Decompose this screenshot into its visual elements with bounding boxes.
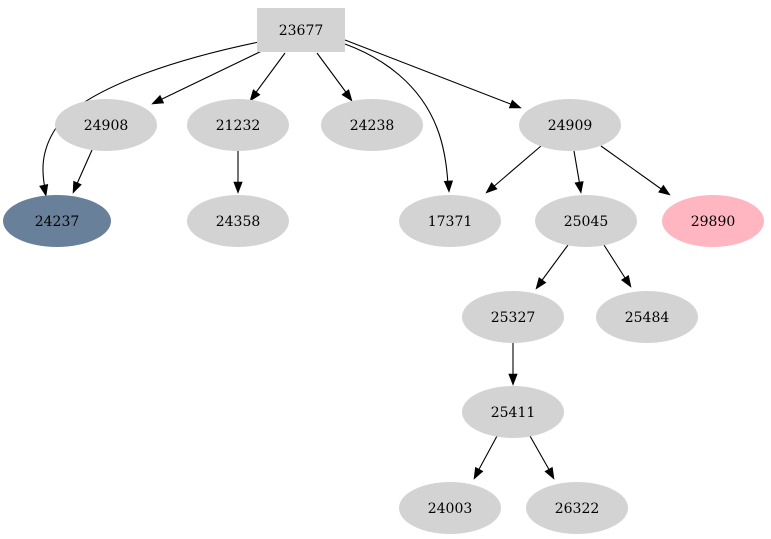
edge-line <box>476 435 498 474</box>
arrow-icon <box>151 94 165 105</box>
edge-line <box>491 145 542 189</box>
node-shape-ellipse[interactable] <box>187 99 289 151</box>
edge-line <box>316 52 349 96</box>
edge-line <box>159 47 269 101</box>
node-shape-ellipse[interactable] <box>399 482 501 534</box>
edge-23677-to-17371 <box>344 43 454 193</box>
edges-layer <box>39 39 671 480</box>
arrow-icon <box>620 274 632 288</box>
edge-line <box>573 150 581 187</box>
edge-25411-to-26322 <box>529 435 555 480</box>
graph-node-24358[interactable]: 24358 <box>187 195 289 247</box>
nodes-layer: 23677 24908 21232 24238 24909 24237 24358 17371… <box>3 8 764 534</box>
edge-line <box>539 244 569 284</box>
edge-line <box>529 435 552 474</box>
arrow-icon <box>485 182 498 194</box>
arrow-icon <box>341 89 353 102</box>
node-shape-ellipse[interactable] <box>187 195 289 247</box>
arrow-icon <box>508 99 522 109</box>
edge-line <box>253 52 286 96</box>
arrow-icon <box>39 183 49 197</box>
edge-line <box>344 39 514 106</box>
edge-21232-to-24358 <box>233 151 243 194</box>
node-shape-ellipse[interactable] <box>55 99 157 151</box>
graph-node-25045[interactable]: 25045 <box>535 195 637 247</box>
edge-24909-to-17371 <box>485 145 542 194</box>
graph-node-29890[interactable]: 29890 <box>662 195 764 247</box>
graph-node-23677[interactable]: 23677 <box>257 8 345 52</box>
node-shape-box[interactable] <box>257 8 345 52</box>
edge-line <box>344 43 449 186</box>
arrow-icon <box>233 181 243 194</box>
arrow-icon <box>574 181 584 194</box>
arrow-icon <box>658 184 671 196</box>
graph-node-24909[interactable]: 24909 <box>519 99 621 151</box>
edge-25411-to-24003 <box>473 435 498 480</box>
edge-line <box>600 145 665 192</box>
edge-25327-to-25411 <box>508 343 518 386</box>
graph-node-25411[interactable]: 25411 <box>462 386 564 438</box>
arrow-icon <box>544 466 555 480</box>
node-shape-ellipse[interactable] <box>535 195 637 247</box>
edge-25045-to-25327 <box>535 244 569 290</box>
node-shape-ellipse[interactable] <box>526 482 628 534</box>
edge-line <box>603 244 628 282</box>
arrow-icon <box>473 466 484 480</box>
edge-23677-to-24238 <box>316 52 353 102</box>
arrow-icon <box>249 89 261 102</box>
graph-node-24238[interactable]: 24238 <box>321 99 423 151</box>
node-shape-ellipse[interactable] <box>462 386 564 438</box>
edge-line <box>75 149 93 187</box>
graph-node-25484[interactable]: 25484 <box>596 291 698 343</box>
edge-23677-to-24908 <box>151 47 269 105</box>
node-shape-ellipse[interactable] <box>462 291 564 343</box>
edge-24908-to-24237 <box>72 149 93 194</box>
node-shape-ellipse[interactable] <box>399 195 501 247</box>
arrow-icon <box>72 180 82 194</box>
node-shape-ellipse[interactable] <box>321 99 423 151</box>
node-shape-ellipse[interactable] <box>519 99 621 151</box>
edge-23677-to-21232 <box>249 52 286 102</box>
edge-24909-to-25045 <box>573 150 584 194</box>
node-shape-ellipse[interactable] <box>662 195 764 247</box>
graph-node-24003[interactable]: 24003 <box>399 482 501 534</box>
edge-25045-to-25484 <box>603 244 632 288</box>
node-shape-ellipse[interactable] <box>596 291 698 343</box>
graph-node-17371[interactable]: 17371 <box>399 195 501 247</box>
edge-24909-to-29890 <box>600 145 671 196</box>
graph-node-21232[interactable]: 21232 <box>187 99 289 151</box>
graph-node-25327[interactable]: 25327 <box>462 291 564 343</box>
node-shape-ellipse[interactable] <box>3 195 111 247</box>
arrow-icon <box>443 180 454 193</box>
graph-node-24237[interactable]: 24237 <box>3 195 111 247</box>
graph-node-26322[interactable]: 26322 <box>526 482 628 534</box>
edge-23677-to-24909 <box>344 39 522 109</box>
graph-node-24908[interactable]: 24908 <box>55 99 157 151</box>
arrow-icon <box>535 277 547 290</box>
arrow-icon <box>508 373 518 386</box>
